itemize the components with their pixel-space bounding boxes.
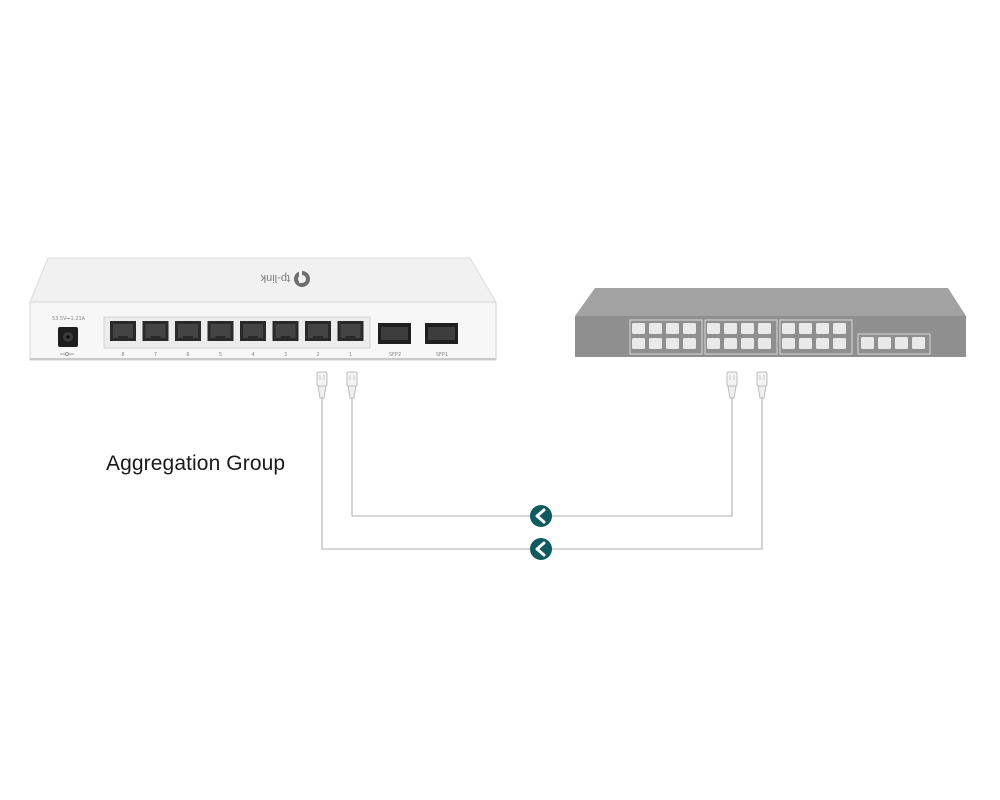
link-inner (351, 398, 733, 517)
brand-label: tp-link (260, 272, 290, 284)
rj45-port (337, 321, 364, 341)
rj45-port (110, 321, 136, 341)
port-number-label: 7 (154, 352, 157, 358)
direction-marker-2 (530, 538, 552, 560)
aggregation-group-label: Aggregation Group (106, 452, 286, 475)
rj45-port (305, 321, 331, 341)
rj45-port (272, 321, 299, 341)
generic-uplink-port (895, 337, 908, 349)
rj45-port (142, 321, 169, 341)
ethernet-plug-icon (346, 371, 358, 399)
rj45-port-labels: 8 7 6 5 4 3 2 1 (121, 352, 352, 358)
generic-port (782, 338, 795, 349)
generic-port (816, 338, 829, 349)
generic-switch (575, 288, 966, 357)
generic-port (758, 338, 771, 349)
generic-switch-ports (629, 319, 931, 355)
rj45-ports (110, 321, 364, 341)
ethernet-plug-icon (726, 371, 738, 399)
generic-port (649, 323, 662, 334)
tplink-switch: tp-link 53.5V⎓1.21A 8 7 6 5 4 3 2 1 SFP2 SFP1 (29, 257, 497, 361)
sfp-ports (378, 323, 458, 344)
port-number-label: 2 (316, 352, 319, 358)
rj45-port (240, 321, 266, 341)
port-number-label: 4 (251, 352, 254, 358)
port-number-label: 6 (186, 352, 189, 358)
generic-port (782, 323, 795, 334)
sfp-port (425, 323, 458, 344)
generic-port (666, 338, 679, 349)
port-number-label: 1 (349, 352, 352, 358)
generic-port (758, 323, 771, 334)
chevron-left-icon (535, 508, 546, 524)
rj45-port (207, 321, 234, 341)
generic-port (724, 323, 737, 334)
ethernet-plug-icon (756, 371, 768, 399)
generic-port (683, 338, 696, 349)
generic-port (649, 338, 662, 349)
cable-connectors (316, 371, 768, 399)
port-number-label: 3 (284, 352, 287, 358)
generic-port (799, 338, 812, 349)
generic-port (666, 323, 679, 334)
chevron-left-icon (535, 541, 546, 557)
sfp-port (378, 323, 411, 344)
tplink-logo: tp-link (260, 271, 310, 287)
generic-port (632, 338, 645, 349)
port-number-label: 5 (219, 352, 222, 358)
generic-uplink-port (912, 337, 925, 349)
port-number-label: 8 (121, 352, 124, 358)
power-rating-label: 53.5V⎓1.21A (52, 316, 86, 322)
generic-port (683, 323, 696, 334)
generic-port (741, 338, 754, 349)
generic-port (833, 338, 846, 349)
generic-port (724, 338, 737, 349)
generic-port (741, 323, 754, 334)
generic-uplink-port (861, 337, 874, 349)
sfp-port-label: SFP2 (389, 352, 401, 358)
generic-switch-front (575, 316, 966, 357)
generic-port (833, 323, 846, 334)
sfp-port-labels: SFP2 SFP1 (389, 352, 448, 358)
sfp-port-label: SFP1 (436, 352, 448, 358)
generic-switch-top (575, 288, 966, 316)
generic-port (707, 338, 720, 349)
generic-port (816, 323, 829, 334)
generic-uplink-port (878, 337, 891, 349)
direction-marker-1 (530, 505, 552, 527)
rj45-port (175, 321, 201, 341)
ethernet-plug-icon (316, 371, 328, 399)
generic-port (632, 323, 645, 334)
generic-port (707, 323, 720, 334)
generic-port (799, 323, 812, 334)
power-polarity-icon (60, 351, 74, 356)
